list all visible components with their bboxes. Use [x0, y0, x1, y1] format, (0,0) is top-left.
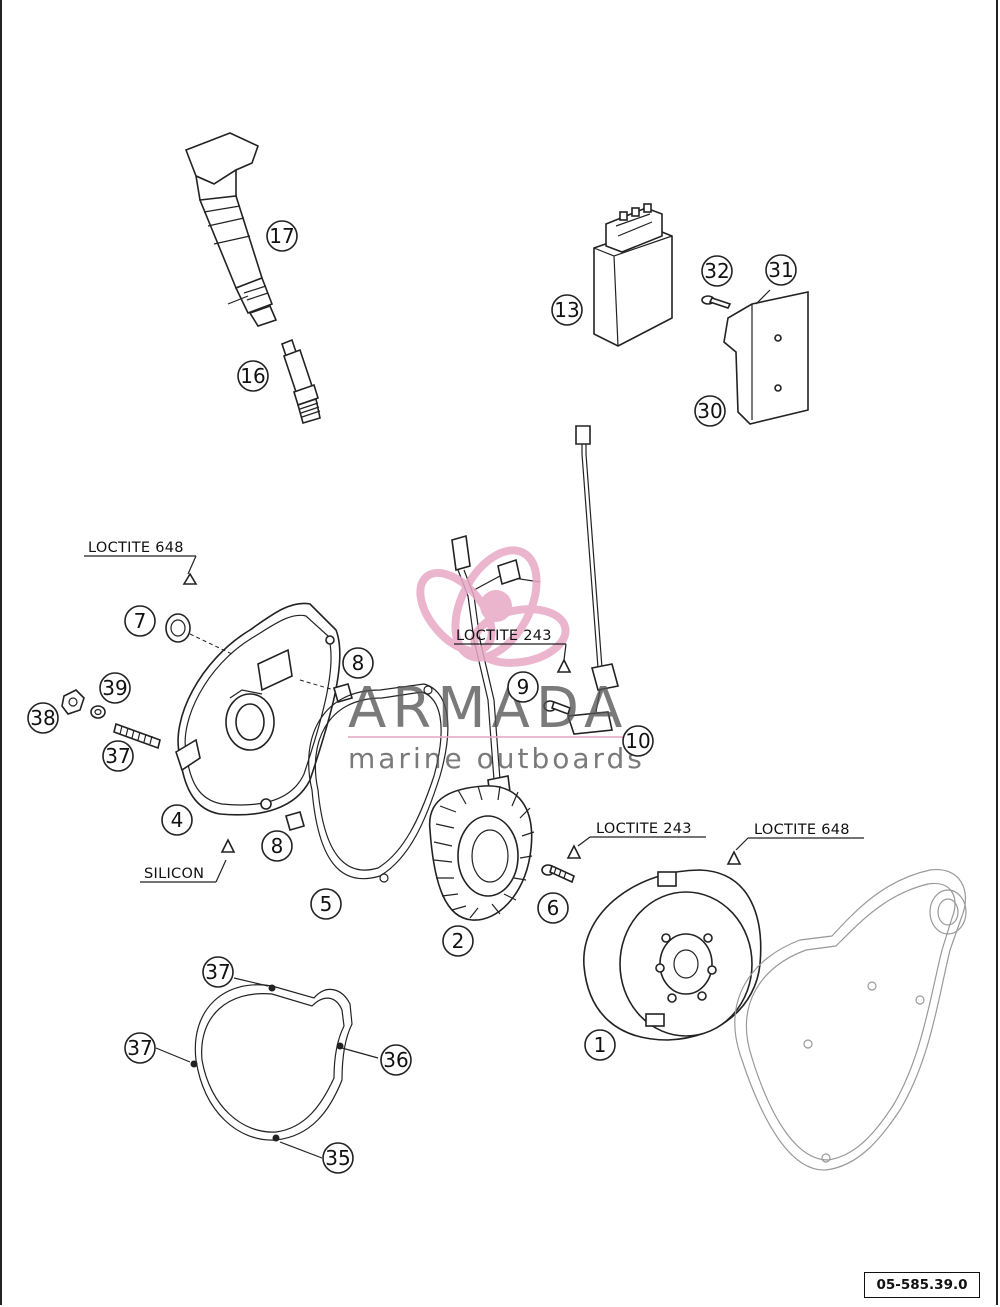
pickup-wire-drawing: [566, 425, 619, 735]
part-label-7: 7: [124, 605, 156, 637]
svg-text:32: 32: [704, 259, 729, 283]
part-label-37: 37: [124, 1032, 156, 1064]
watermark-tagline: marine outboards: [348, 742, 645, 775]
svg-text:13: 13: [554, 298, 579, 322]
part-label-38: 38: [27, 702, 59, 734]
part-label-16: 16: [237, 360, 269, 392]
svg-text:30: 30: [697, 399, 722, 423]
part-label-6: 6: [537, 892, 569, 924]
spark-plug-drawing: [281, 338, 321, 424]
crankcase-gasket-drawing: [190, 984, 353, 1142]
svg-text:17: 17: [269, 224, 294, 248]
svg-text:6: 6: [547, 896, 560, 920]
callout-loctite-648-cover: LOCTITE 648: [84, 540, 198, 585]
part-label-8: 8: [342, 647, 374, 679]
small-screw-drawing: [701, 295, 732, 309]
part-label-9: 9: [507, 671, 539, 703]
gasket-drawing: [308, 683, 449, 883]
part-label-37: 37: [202, 956, 234, 988]
part-label-30: 30: [694, 395, 726, 427]
part-label-2: 2: [442, 925, 474, 957]
callout-label: LOCTITE 243: [456, 628, 552, 644]
callout-label: LOCTITE 648: [754, 822, 850, 838]
svg-text:35: 35: [325, 1146, 350, 1170]
part-label-13: 13: [551, 294, 583, 326]
svg-text:4: 4: [171, 808, 184, 832]
callout-loctite-648-rotor: LOCTITE 648: [726, 822, 864, 865]
watermark-logo: [416, 546, 570, 667]
svg-text:16: 16: [240, 364, 265, 388]
svg-text:2: 2: [452, 929, 465, 953]
callout-label: LOCTITE 243: [596, 821, 692, 837]
svg-text:37: 37: [105, 744, 130, 768]
svg-text:9: 9: [517, 675, 530, 699]
svg-text:39: 39: [102, 676, 127, 700]
callout-loctite-243-lower: LOCTITE 243: [566, 821, 706, 859]
dowel-drawings: [285, 679, 353, 831]
ignition-cover-drawing: [175, 602, 341, 816]
part-label-1: 1: [584, 1029, 616, 1061]
callout-loctite-243-upper: LOCTITE 243: [454, 628, 572, 673]
watermark-brand: ARMADA: [348, 676, 628, 741]
svg-text:5: 5: [320, 892, 333, 916]
part-label-36: 36: [380, 1044, 412, 1076]
seal-ring-drawing: [165, 613, 233, 655]
part-label-17: 17: [266, 220, 298, 252]
control-unit-drawing: [593, 203, 673, 347]
svg-text:36: 36: [383, 1048, 408, 1072]
part-label-37: 37: [102, 740, 134, 772]
part-label-35: 35: [322, 1142, 354, 1174]
part-label-31: 31: [765, 254, 797, 286]
rotor-drawing: [583, 869, 762, 1041]
ignition-coil-drawing: [184, 132, 278, 327]
svg-text:37: 37: [205, 960, 230, 984]
stator-drawing: [428, 785, 535, 921]
callout-label: LOCTITE 648: [88, 540, 184, 556]
part-label-4: 4: [161, 804, 193, 836]
svg-text:8: 8: [271, 834, 284, 858]
reference-code: 05-585.39.0: [864, 1272, 980, 1298]
svg-text:8: 8: [352, 651, 365, 675]
part-label-5: 5: [310, 888, 342, 920]
callout-silicon: SILICON: [140, 838, 236, 883]
part-label-8: 8: [261, 830, 293, 862]
fastener-drawings: [61, 689, 161, 750]
part-label-32: 32: [701, 255, 733, 287]
stator-screw-drawings: [541, 700, 575, 884]
svg-text:10: 10: [625, 729, 650, 753]
svg-text:7: 7: [134, 609, 147, 633]
svg-text:37: 37: [127, 1036, 152, 1060]
svg-text:31: 31: [768, 258, 793, 282]
svg-text:38: 38: [30, 706, 55, 730]
svg-text:1: 1: [594, 1033, 607, 1057]
crankcase-outline-drawing: [734, 869, 967, 1171]
part-label-39: 39: [99, 672, 131, 704]
part-label-10: 10: [622, 725, 654, 757]
bracket-drawing: [723, 291, 809, 425]
callout-label: SILICON: [144, 866, 204, 882]
